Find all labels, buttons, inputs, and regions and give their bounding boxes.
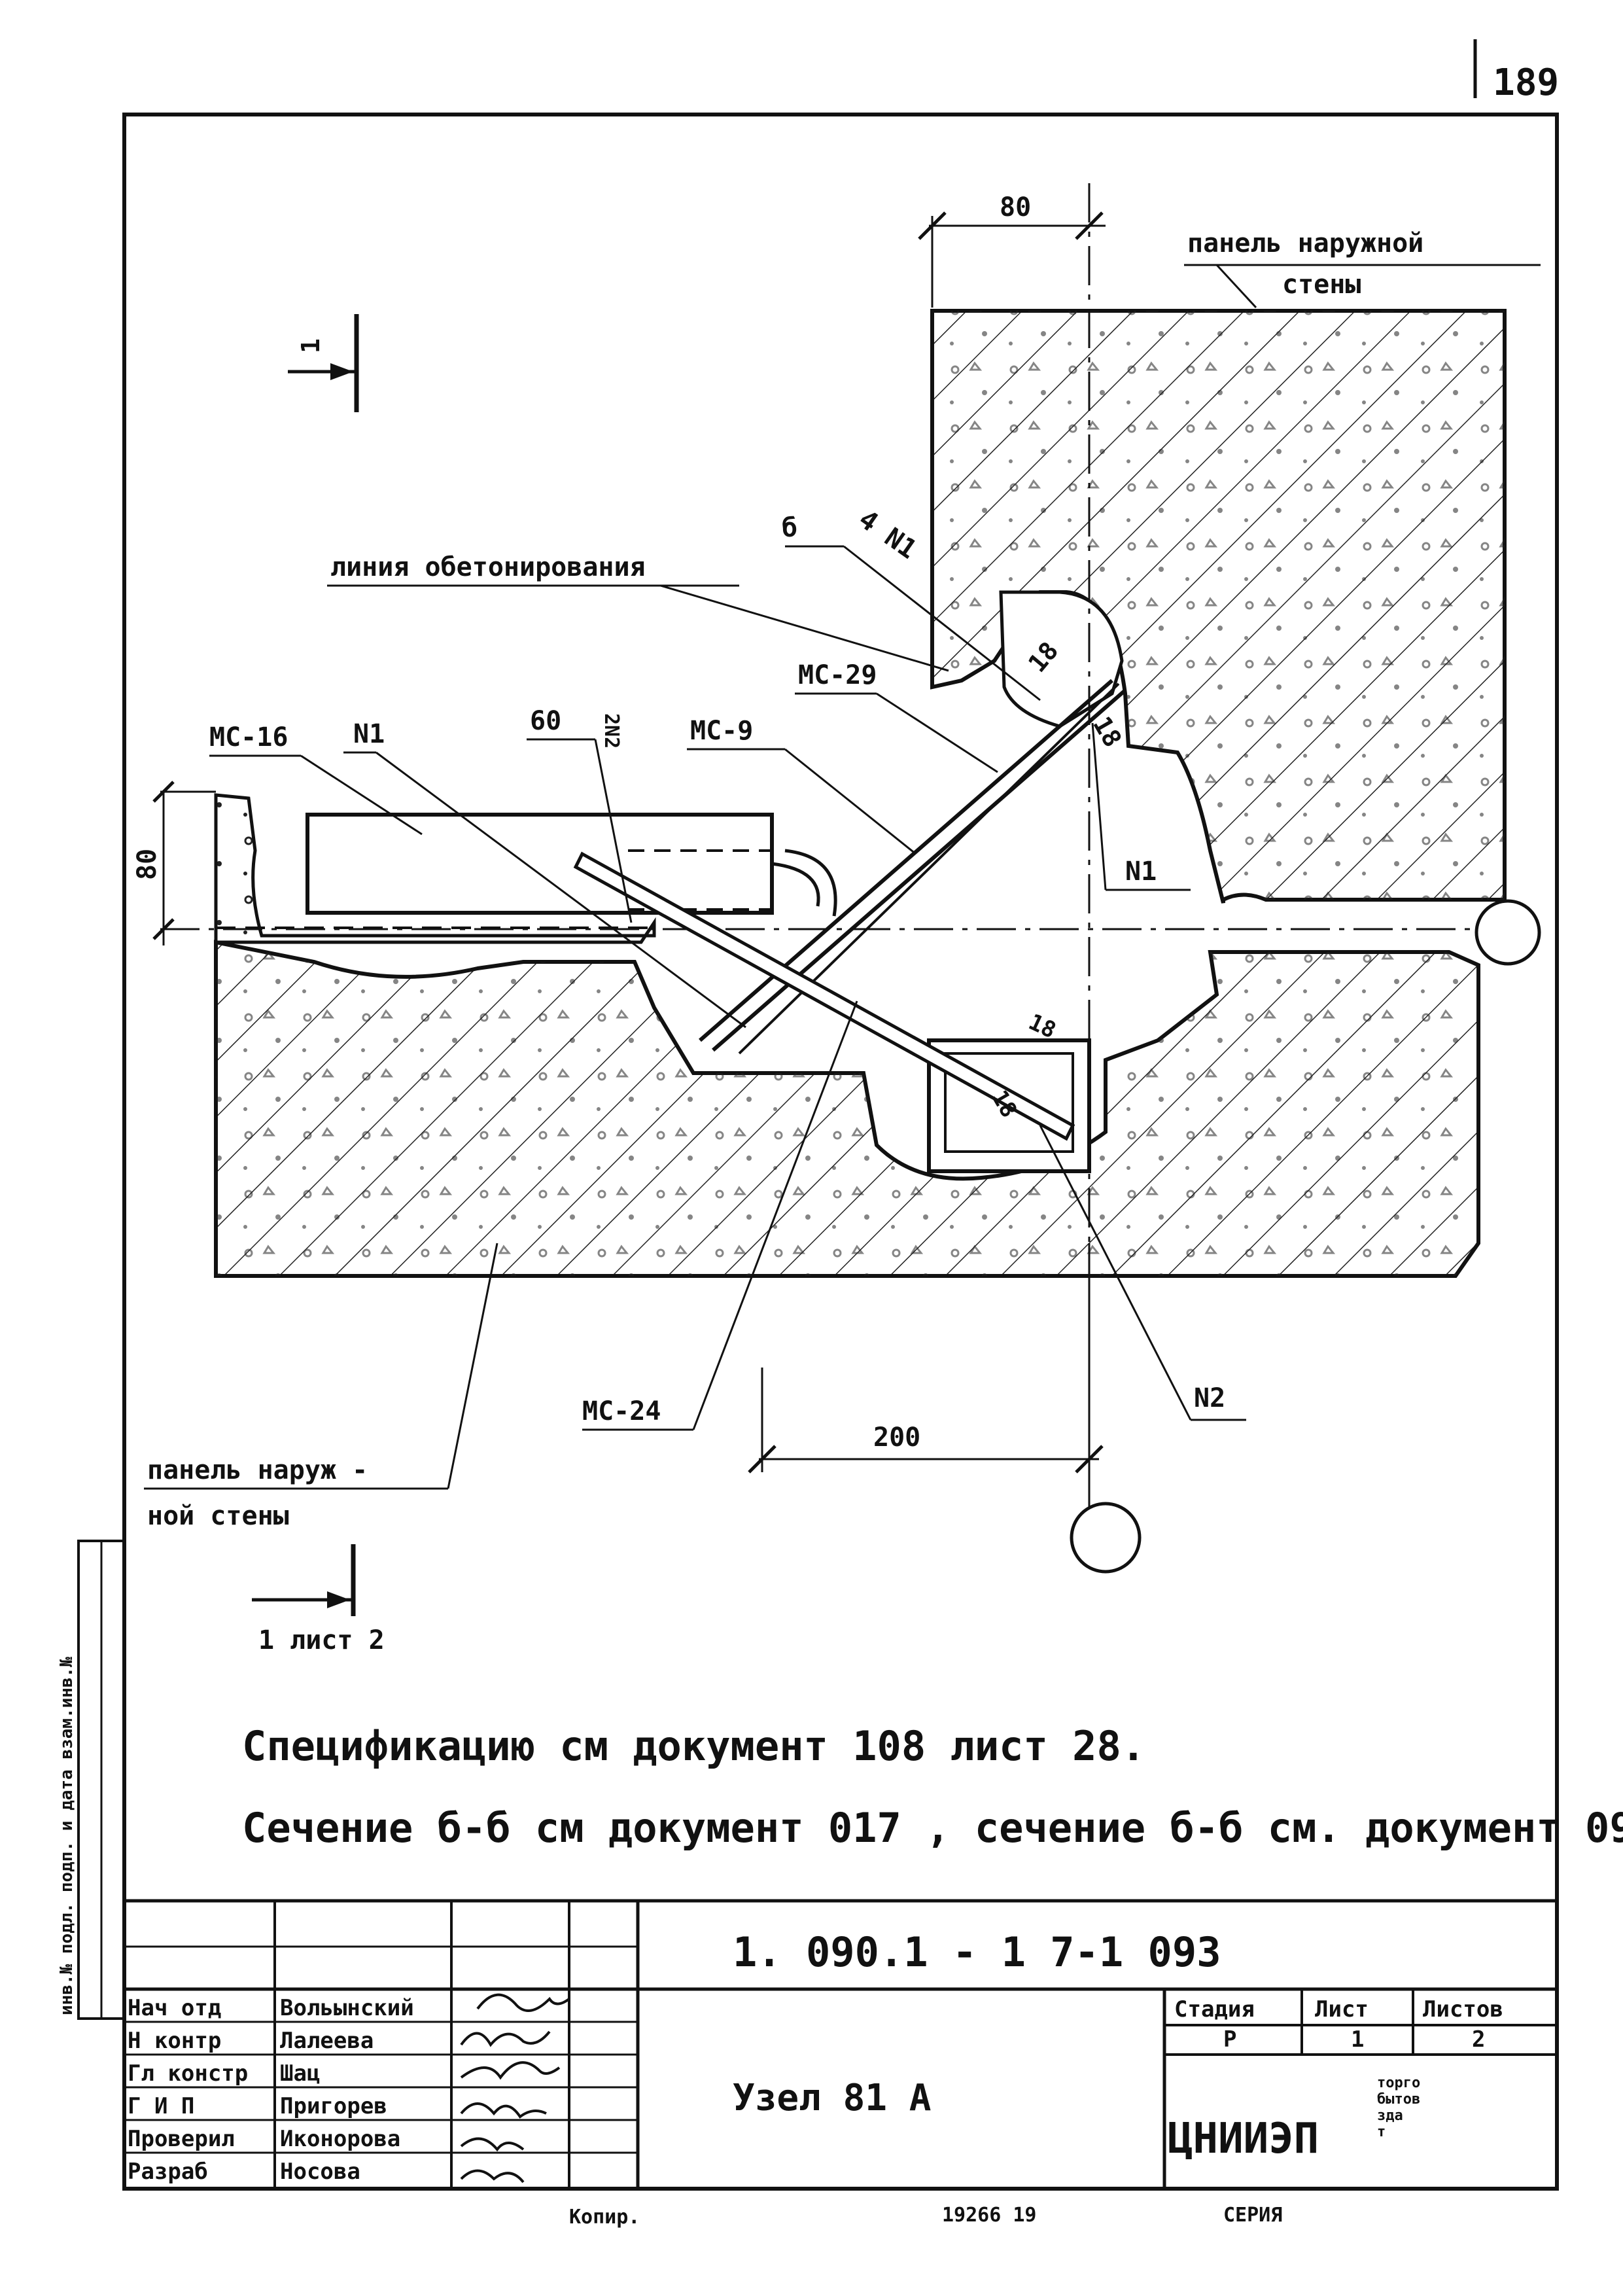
signatures: [460, 1993, 570, 2183]
label-n2: N2: [1194, 1383, 1225, 1413]
note-2: Сечение б-б см документ 017 , сечение б-…: [242, 1804, 1623, 1852]
roles-column: Нач отд Н контр Гл констр Г И П Проверил…: [128, 1995, 248, 2185]
side-stamp: инв.№ подл. подп. и дата взам.инв.№: [57, 1540, 126, 2020]
name-1: Лалеева: [280, 2028, 374, 2054]
label-n1-right: N1: [1125, 857, 1157, 887]
section-marker-top-label: 1: [296, 338, 325, 353]
label-an1: 4 N1: [853, 504, 922, 565]
panel-right-upper: [930, 309, 1507, 904]
dim-80-left-label: 80: [132, 849, 162, 880]
axis-bubble-bottom: [1070, 1502, 1142, 1574]
label-mc9: МС-9: [690, 716, 753, 746]
doc-code: 1. 090.1 - 1 7-1 093: [733, 1928, 1221, 1976]
label-mc29: МС-29: [798, 660, 877, 690]
org-small-2: зда: [1377, 2108, 1403, 2124]
label-panel-left-1: панель наруж -: [147, 1455, 368, 1485]
label-panel-left-2: ной стены: [147, 1501, 289, 1531]
name-3: Пригорев: [280, 2093, 387, 2119]
panel-left-upper: [214, 793, 656, 944]
stage-header-0: Стадия: [1174, 1996, 1255, 2022]
dim-200-label: 200: [873, 1422, 920, 1453]
label-2n2: 2N2: [600, 713, 623, 749]
section-marker-top: [288, 314, 359, 412]
name-4: Иконорова: [280, 2126, 400, 2152]
role-3: Г И П: [128, 2093, 194, 2119]
stage-value-2: 2: [1472, 2026, 1485, 2053]
org-small-3: т: [1377, 2124, 1386, 2140]
stage-header-1: Лист: [1315, 1996, 1369, 2022]
page-number: 189: [1493, 62, 1559, 104]
plate-mc16: [216, 813, 837, 929]
label-mc24: МС-24: [582, 1396, 661, 1426]
dim-80-left: [152, 781, 216, 945]
bottom-mid-stamp: 19266 19: [942, 2204, 1037, 2227]
org-name: ЦНИИЭП: [1168, 2115, 1319, 2163]
label-b-marker: б: [782, 513, 797, 543]
label-panel-right-1: панель наружной: [1187, 228, 1423, 258]
label-panel-right-2: стены: [1282, 270, 1361, 300]
stage-value-1: 1: [1351, 2026, 1364, 2053]
stage-header-2: Листов: [1423, 1996, 1503, 2022]
role-1: Н контр: [128, 2028, 221, 2054]
name-2: Шац: [280, 2060, 320, 2087]
stage-value-0: Р: [1223, 2026, 1236, 2053]
doc-title: Узел 81 А: [733, 2077, 931, 2119]
role-2: Гл констр: [128, 2060, 248, 2087]
bottom-left-stamp: Копир.: [569, 2206, 640, 2229]
side-stamp-text: инв.№ подл. подп. и дата взам.инв.№: [57, 1657, 77, 2015]
dim-80-top: [918, 211, 1106, 308]
title-block: [124, 1899, 1557, 2189]
label-n1-left: N1: [353, 719, 385, 749]
bottom-right-stamp: СЕРИЯ: [1223, 2204, 1282, 2227]
role-5: Разраб: [128, 2159, 208, 2185]
axis-bubble-right: [1475, 899, 1541, 966]
dim-80-top-label: 80: [1000, 192, 1031, 222]
name-5: Носова: [280, 2159, 360, 2185]
section-marker-bottom: [252, 1544, 356, 1616]
org-small-0: торго: [1377, 2075, 1420, 2091]
name-0: Вольынский: [280, 1995, 414, 2021]
panel-lower: [214, 940, 1480, 1278]
notch-upper: [999, 590, 1124, 728]
note-1: Спецификацию см документ 108 лист 28.: [242, 1722, 1145, 1770]
org-small-1: бытов: [1377, 2091, 1420, 2108]
label-concreting-line: линия обетонирования: [330, 552, 646, 582]
dim-200: [748, 1368, 1104, 1474]
role-0: Нач отд: [128, 1995, 221, 2021]
section-ref: 1 лист 2: [258, 1625, 385, 1655]
sheet-frame: [122, 113, 1559, 2191]
label-mc16: МС-16: [209, 722, 288, 752]
label-60: 60: [530, 706, 561, 736]
names-column: Вольынский Лалеева Шац Пригорев Иконоров…: [280, 1995, 414, 2185]
bar-n1: [573, 851, 1075, 1141]
role-4: Проверил: [128, 2126, 235, 2152]
